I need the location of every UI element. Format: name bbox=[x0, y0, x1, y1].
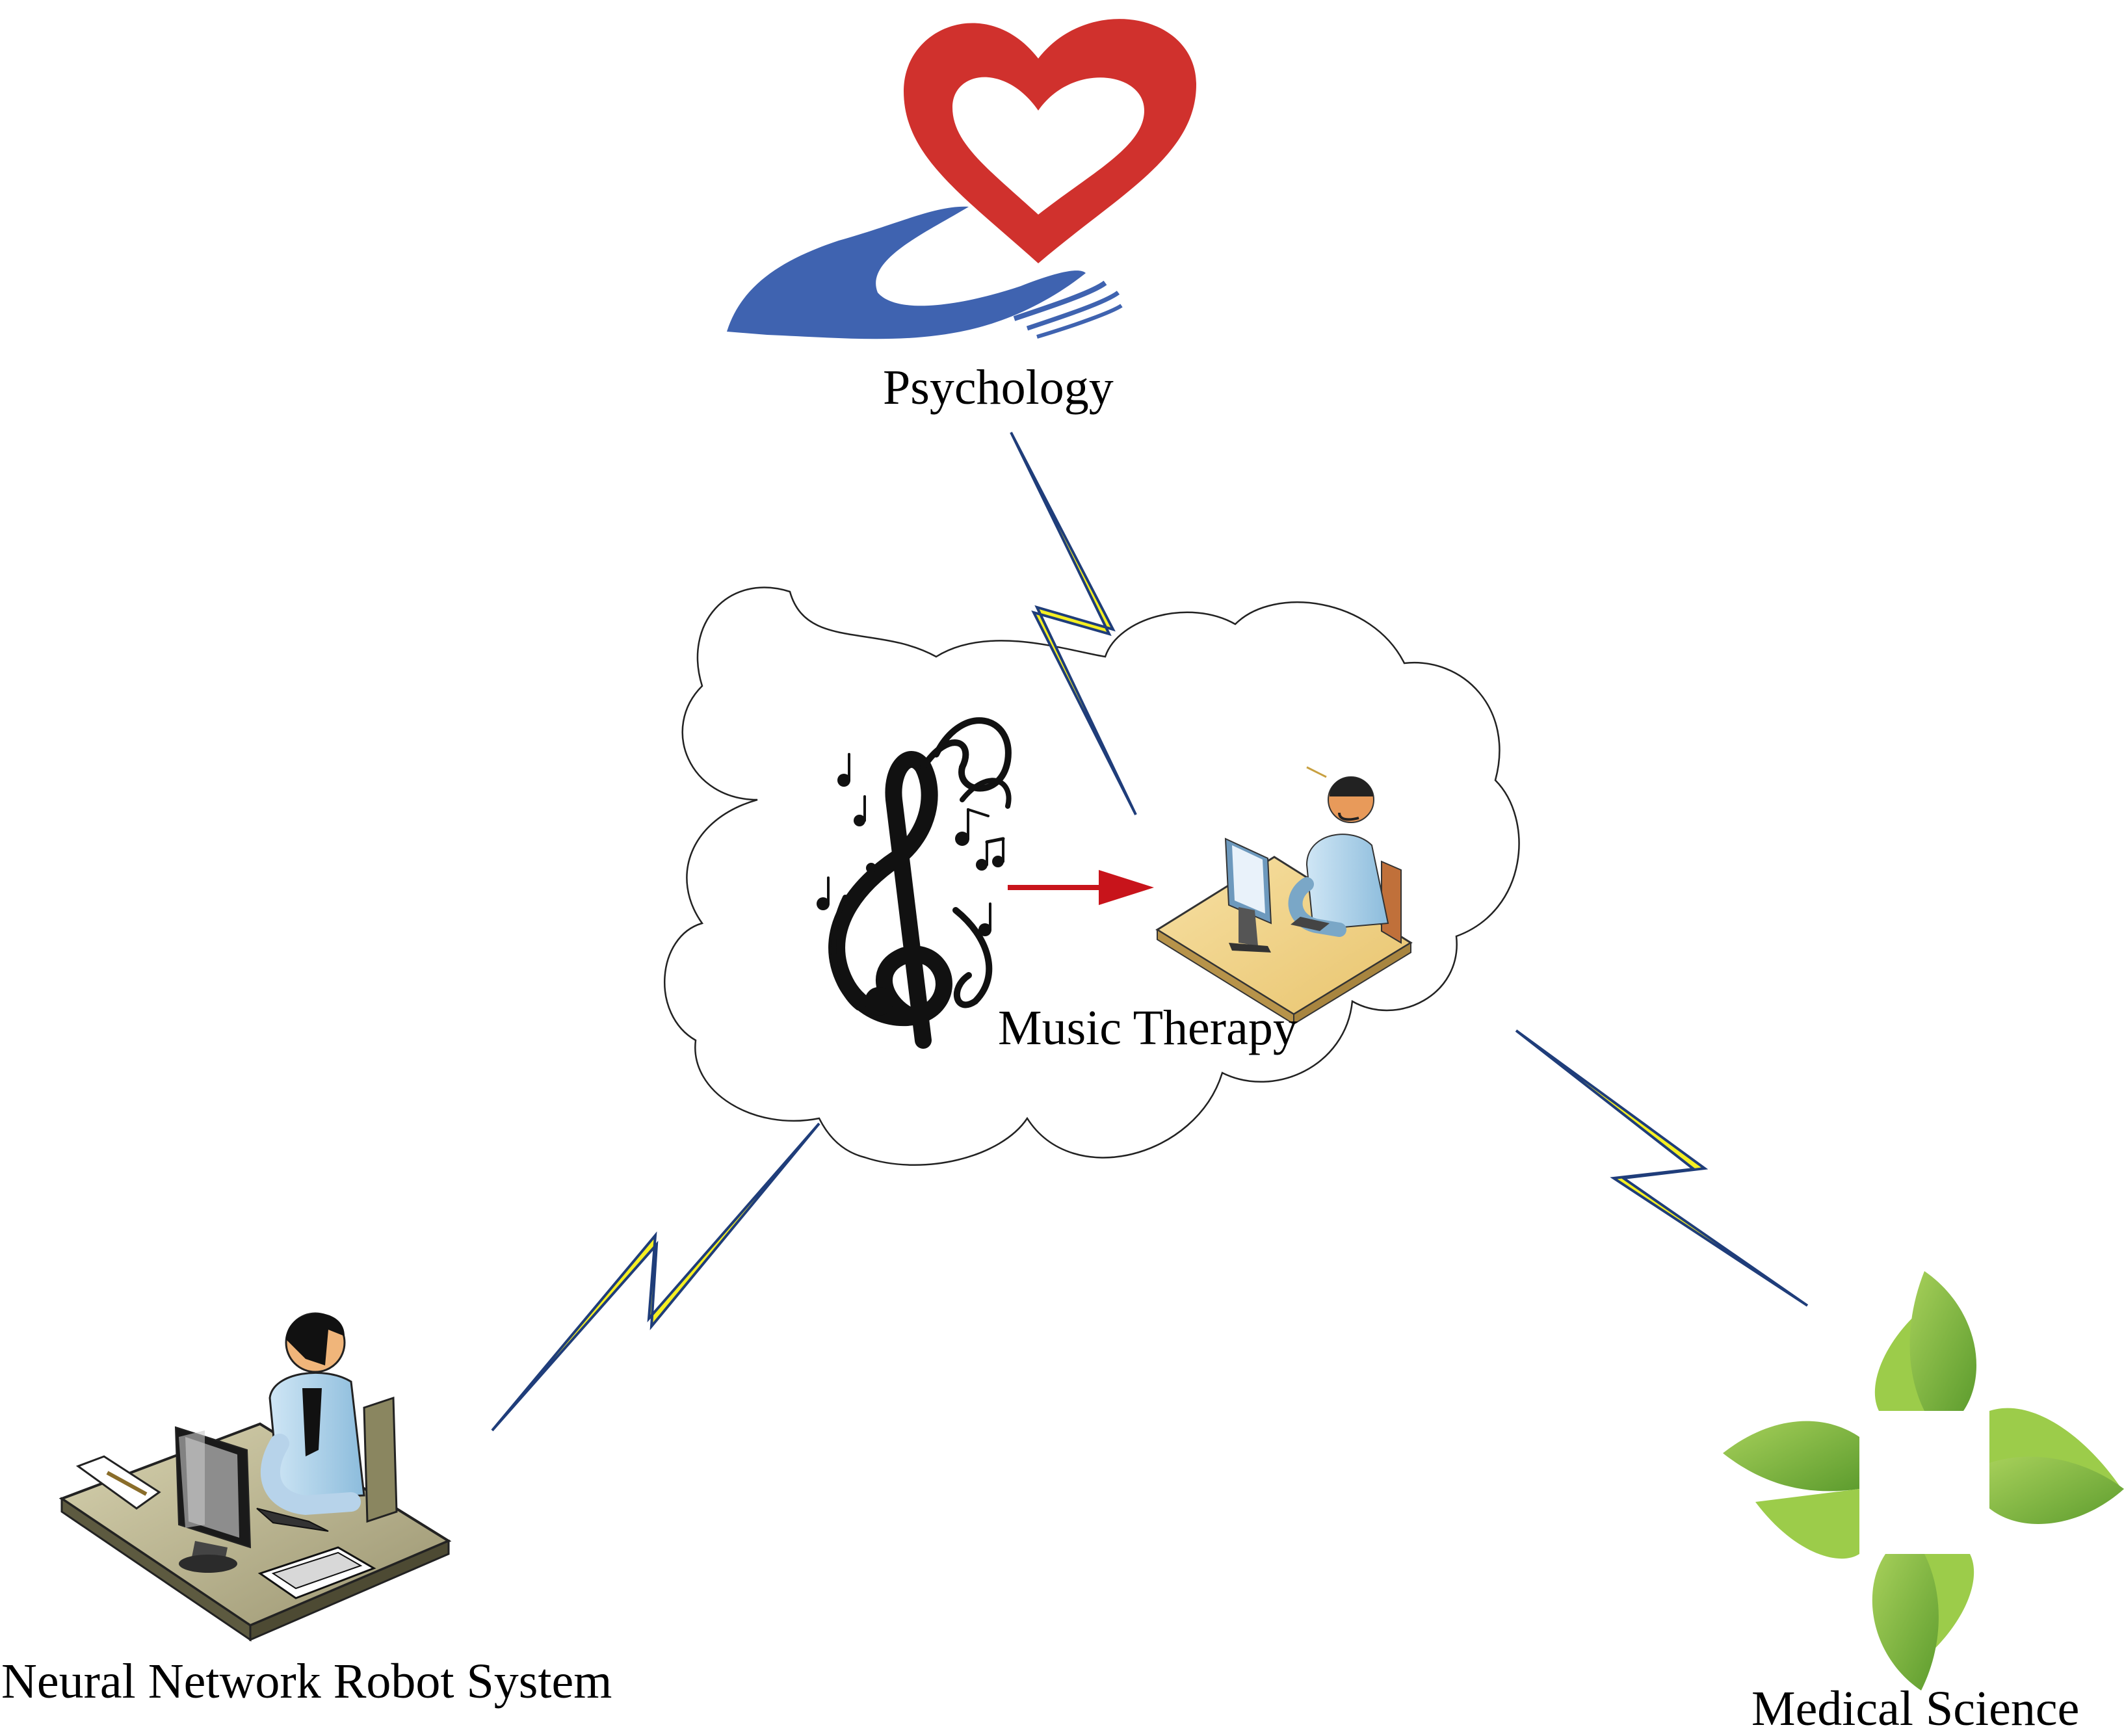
bolt-music-neural bbox=[491, 1122, 820, 1432]
treble-clef-icon bbox=[817, 717, 1012, 1049]
hand-icon bbox=[727, 206, 1086, 339]
bolt-psychology-music bbox=[1010, 432, 1137, 815]
therapist-workstation-icon bbox=[1155, 766, 1413, 1025]
medical-science-label: Medical Science bbox=[1751, 1681, 2080, 1736]
heart-in-hand-icon bbox=[727, 19, 1196, 339]
neural-network-label: Neural Network Robot System bbox=[1, 1654, 612, 1709]
music-therapy-label: Music Therapy bbox=[998, 1001, 1298, 1055]
green-leaf-cross-icon bbox=[1723, 1271, 2124, 1690]
psychology-label: Psychology bbox=[883, 360, 1114, 415]
bolt-music-medical bbox=[1515, 1029, 1809, 1307]
red-arrow bbox=[1008, 870, 1154, 905]
heart-icon bbox=[904, 19, 1196, 264]
person-at-computer-desk-icon bbox=[59, 1312, 452, 1642]
